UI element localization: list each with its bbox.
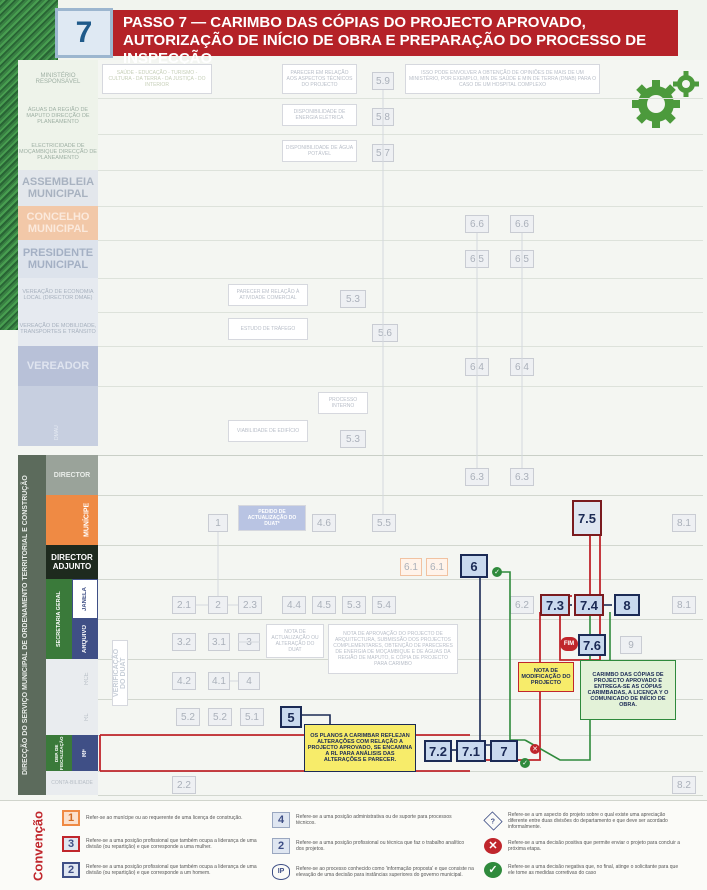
legend-item: 2 Refere-se a uma posição profissional q… — [62, 862, 262, 878]
approve-icon: ✓ — [492, 567, 502, 577]
step-8[interactable]: 8 — [614, 594, 640, 616]
step-7-2[interactable]: 7.2 — [424, 740, 452, 762]
legend-text: Refere-se ao processo conhecido como 'in… — [296, 866, 482, 878]
step-7-1[interactable]: 7.1 — [456, 740, 486, 762]
legend-text: Refere-se a uma posição administrativa o… — [296, 814, 472, 826]
legend-technical-icon: 2 — [272, 838, 290, 854]
legend-item: ? Refere-se a um aspecto do projeto sobr… — [484, 812, 684, 830]
legend-male-lead-icon: 2 — [62, 862, 80, 878]
legend-item: 4 Refere-se a uma posição administrativa… — [272, 812, 472, 828]
note-planos: OS PLANOS A CARIMBAR REFLEJAN ALTERAÇÕES… — [304, 724, 416, 772]
step-7-5[interactable]: 7.5 — [572, 500, 602, 536]
legend-item: ✓ Refere-se a uma decisão negativa que, … — [484, 862, 684, 878]
legend-item: 3 Refere-se a uma posição profissional q… — [62, 836, 262, 852]
legend-item: 2 Refere-se a uma posição profissional o… — [272, 838, 472, 854]
legend-female-lead-icon: 3 — [62, 836, 80, 852]
legend-text: Refere-se a uma posição profissional que… — [86, 838, 262, 850]
step-5[interactable]: 5 — [280, 706, 302, 728]
legend-text: Refere-se a uma posição profissional que… — [86, 864, 262, 876]
step-7-4[interactable]: 7.4 — [574, 594, 604, 616]
legend-text: Refere-se a uma decisão positiva que per… — [508, 840, 684, 852]
fim-badge: FIM — [560, 637, 578, 651]
step-7[interactable]: 7 — [490, 740, 518, 762]
legend-item: IP Refere-se ao processo conhecido como … — [272, 864, 482, 880]
legend-text: Refer-se ao munícipe ou ao requerente de… — [86, 815, 242, 821]
legend-question-icon: ? — [483, 811, 502, 830]
approve-icon: ✓ — [520, 758, 530, 768]
legend-admin-icon: 4 — [272, 812, 290, 828]
legend-municipe-icon: 1 — [62, 810, 80, 826]
note-carimbo: CARIMBO DAS CÓPIAS DE PROJECTO APROVADO … — [580, 660, 676, 720]
step-6[interactable]: 6 — [460, 554, 488, 578]
legend-item: 1 Refer-se ao munícipe ou ao requerente … — [62, 810, 262, 826]
legend-ip-icon: IP — [272, 864, 290, 880]
legend-approve-icon: ✓ — [484, 862, 502, 878]
legend-text: Refere-se a uma decisão negativa que, no… — [508, 864, 684, 876]
reject-icon: ✕ — [530, 744, 540, 754]
legend-text: Refere-se a uma posição profissional ou … — [296, 840, 472, 852]
legend-reject-icon: ✕ — [484, 838, 502, 854]
legend-text: Refere-se a um aspecto do projeto sobre … — [508, 812, 684, 830]
step-7-3[interactable]: 7.3 — [540, 594, 570, 616]
legend-item: ✕ Refere-se a uma decisão positiva que p… — [484, 838, 684, 854]
step-7-6[interactable]: 7.6 — [578, 634, 606, 656]
note-modificacao: NOTA DE MODIFICAÇÃO DO PROJECTO — [518, 662, 574, 692]
legend-title: Convenção — [30, 805, 46, 887]
